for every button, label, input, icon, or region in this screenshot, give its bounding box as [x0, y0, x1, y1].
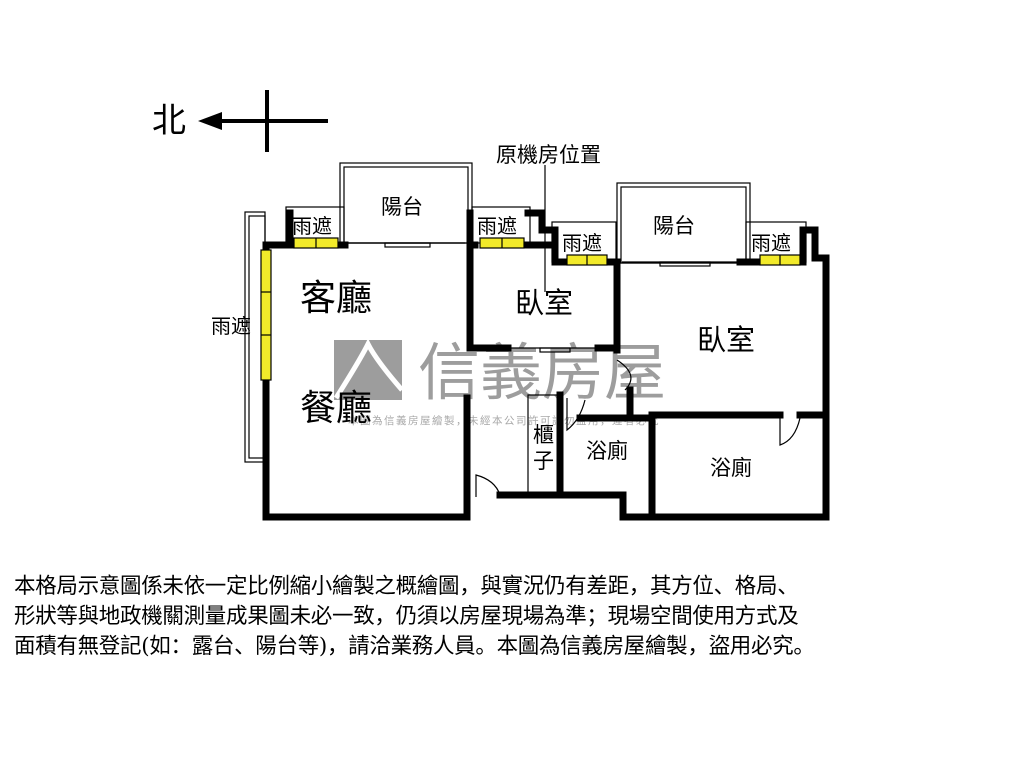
room-balcony-1: 陽台: [381, 195, 423, 219]
room-bath-2: 浴廁: [710, 456, 752, 480]
north-label: 北: [152, 101, 186, 141]
rain-shelter-label: 雨遮: [751, 231, 791, 255]
disclaimer-line: 本格局示意圖係未依一定比例縮小繪製之概繪圖，與實況仍有差距，其方位、格局、: [14, 574, 799, 599]
sliding-doors: [347, 165, 801, 497]
disclaimer-line: 形狀等與地政機關測量成果圖未必一致，仍須以房屋現場為準；現場空間使用方式及: [14, 604, 799, 629]
machine-room-label: 原機房位置: [496, 143, 601, 167]
windows: [260, 237, 801, 381]
disclaimer-line: 面積有無登記(如：露台、陽台等)，請洽業務人員。本圖為信義房屋繪製，盜用必究。: [14, 634, 815, 659]
door-swing: [566, 398, 586, 432]
arrow-left-icon: [198, 112, 222, 130]
door-swing: [475, 474, 501, 497]
rain-shelter-label: 雨遮: [477, 214, 517, 238]
room-dining: 餐廳: [300, 388, 372, 429]
rain-shelter-label: 雨遮: [562, 231, 602, 255]
room-bath-1: 浴廁: [586, 439, 628, 463]
disclaimer: 本格局示意圖係未依一定比例縮小繪製之概繪圖，與實況仍有差距，其方位、格局、 形狀…: [14, 572, 1014, 662]
room-cabinet: 櫃: [533, 423, 554, 447]
door-swing: [616, 359, 632, 391]
north-compass: 北: [152, 90, 328, 152]
door-swing: [779, 415, 801, 446]
rain-shelter-label: 雨遮: [292, 214, 332, 238]
room-living: 客廳: [300, 278, 372, 319]
room-cabinet: 子: [533, 449, 554, 473]
brand-logo-icon: [334, 340, 402, 400]
room-bedroom-small: 臥室: [515, 286, 573, 320]
room-balcony-2: 陽台: [653, 214, 695, 238]
rain-shelter-label: 雨遮: [211, 314, 251, 338]
walls: [262, 209, 830, 521]
room-bedroom-master: 臥室: [697, 323, 755, 357]
